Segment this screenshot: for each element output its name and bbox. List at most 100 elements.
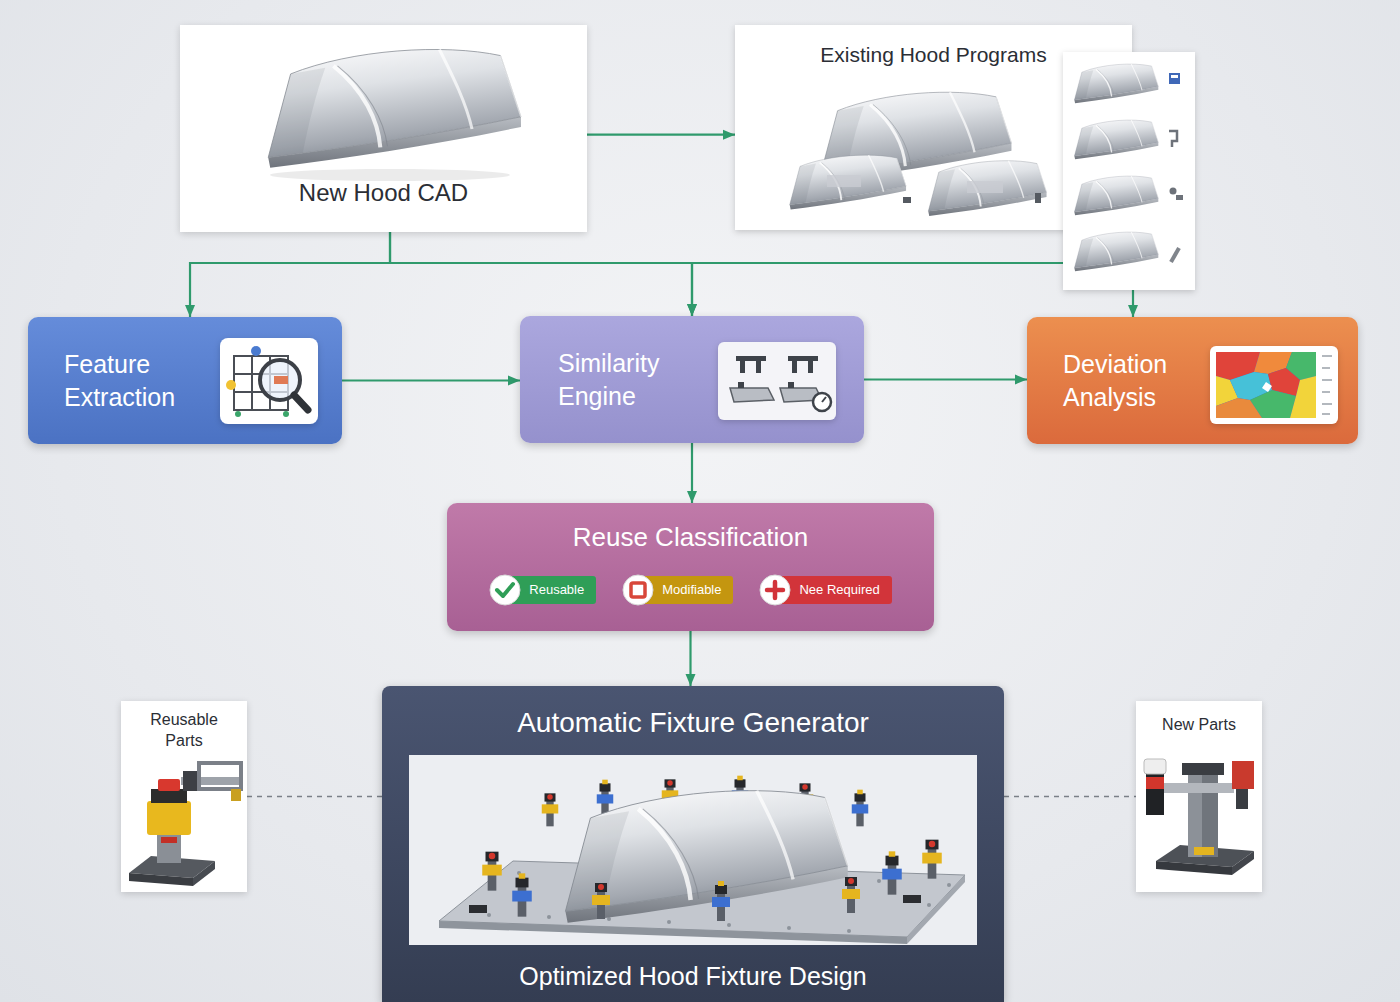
fixture-illustration-part (439, 921, 907, 944)
reusable-part-illustration (121, 701, 247, 892)
plus-icon (759, 574, 791, 606)
process-box: Similarity Engine (520, 316, 864, 443)
status-badge: Nee Required (759, 576, 891, 604)
similarity-icon-part (718, 342, 836, 420)
library-stack-outline (1063, 52, 1195, 290)
similarity-icon-part (788, 382, 794, 388)
heatmap-icon-part (1216, 398, 1262, 418)
dashed-link (1004, 796, 1136, 798)
heatmap-icon-part-part (1322, 391, 1330, 393)
process-label: Similarity Engine (558, 347, 723, 412)
heatmap-icon-part (1216, 352, 1316, 418)
fixture-illustration-part (712, 881, 730, 921)
fixture-illustration-part-part (927, 903, 931, 907)
fixture-illustration-part-part (947, 883, 951, 887)
feature-icon-part (283, 411, 289, 417)
new-part-illustration-part (1232, 851, 1254, 875)
fixture-illustration-part-part (487, 913, 491, 917)
reusable-part-illustration-part (193, 861, 215, 886)
fixture-illustration-part (882, 851, 902, 894)
new-part-illustration-part (1182, 763, 1224, 775)
flow-arrow (1132, 290, 1134, 317)
similarity-icon-part-part (808, 361, 813, 373)
feature-icon-part-part (251, 356, 253, 410)
process-box: Deviation Analysis (1027, 317, 1358, 444)
similarity-icon-part (822, 397, 826, 402)
plus-icon-part (760, 575, 790, 605)
fixture-illustration-part-part (547, 915, 551, 919)
library-illustration-part (1074, 120, 1158, 159)
fixture-illustration-part (922, 840, 942, 879)
fixture-illustration-part (903, 895, 921, 903)
fixture-illustration-part (592, 883, 610, 919)
similarity-icon-part (738, 382, 744, 388)
library-illustration-part (1176, 195, 1183, 200)
flow-arrow (342, 379, 520, 381)
panel-caption: Optimized Hood Fixture Design (519, 960, 866, 993)
fixture-illustration-part-part (727, 923, 731, 927)
parts-card: Reusable Parts (121, 701, 247, 892)
card-title: New Parts (1162, 715, 1236, 736)
reusable-part-illustration-part (158, 779, 180, 791)
fixture-illustration-part (469, 905, 487, 913)
modify-icon-part (623, 575, 653, 605)
similarity-icon (718, 342, 836, 420)
fixture-illustration-part (842, 877, 860, 913)
similarity-icon-part-part (736, 356, 766, 361)
check-icon-part (497, 584, 513, 596)
library-illustration-part (928, 161, 1046, 216)
reusable-part-illustration-part (183, 771, 197, 791)
classification-box: Reuse Classification Reusable Modifiable… (447, 503, 934, 631)
badge-label: Nee Required (799, 582, 879, 599)
process-label: Reuse Classification (573, 521, 809, 555)
fixture-illustration (409, 755, 977, 945)
card-title: New Hood CAD (299, 177, 468, 208)
new-part-illustration-part (1156, 861, 1232, 875)
card-title: Existing Hood Programs (820, 41, 1046, 68)
status-badge: Reusable (489, 576, 596, 604)
flow-arrow (587, 134, 735, 136)
heatmap-icon-part (1210, 346, 1338, 424)
modify-icon-part (631, 583, 645, 597)
library-illustration-part (1035, 193, 1041, 203)
fixture-illustration-part (565, 791, 847, 923)
modify-icon (622, 574, 654, 606)
fixture-illustration-part (482, 852, 502, 891)
library-card: Existing Hood Programs (735, 25, 1195, 290)
badge-label: Modifiable (662, 582, 721, 599)
fixture-illustration-part (852, 790, 869, 827)
feature-icon-part (251, 346, 261, 356)
heatmap-icon-part (1290, 376, 1316, 418)
library-illustration-part (1170, 188, 1177, 195)
library-illustration-part (1074, 232, 1158, 271)
similarity-icon-part-part (740, 361, 745, 373)
library-illustration-part (790, 155, 906, 209)
process-box: Feature Extraction (28, 317, 342, 444)
feature-icon-part (235, 411, 241, 417)
heatmap-icon-part-part (1322, 413, 1330, 415)
fixture-illustration-part (542, 793, 559, 826)
new-part-illustration-part (1144, 759, 1166, 774)
reusable-part-illustration-part (151, 789, 187, 803)
library-illustration-part (1169, 73, 1180, 84)
new-part-illustration-part (1194, 847, 1214, 855)
generator-panel: Automatic Fixture GeneratorOptimized Hoo… (382, 686, 1004, 1002)
process-label: Deviation Analysis (1063, 348, 1228, 413)
feature-icon-part (220, 338, 318, 424)
new-part-illustration-part (1164, 783, 1234, 793)
fixture-illustration-part-part (787, 926, 791, 930)
process-label: Feature Extraction (64, 348, 229, 413)
heatmap-icon-part-part (1322, 379, 1332, 381)
badge-label: Reusable (529, 582, 584, 599)
dashed-link (247, 796, 382, 798)
similarity-icon-part (736, 356, 818, 373)
library-illustration-part (827, 175, 861, 187)
reusable-part-illustration-part (161, 837, 177, 843)
library-illustration-part (903, 197, 911, 203)
similarity-icon-part-part (756, 361, 761, 373)
panel-title: Automatic Fixture Generator (517, 705, 869, 741)
fixture-illustration-part-part (877, 879, 881, 883)
parts-card: New Parts (1136, 701, 1262, 892)
feature-icon-part (226, 380, 236, 390)
